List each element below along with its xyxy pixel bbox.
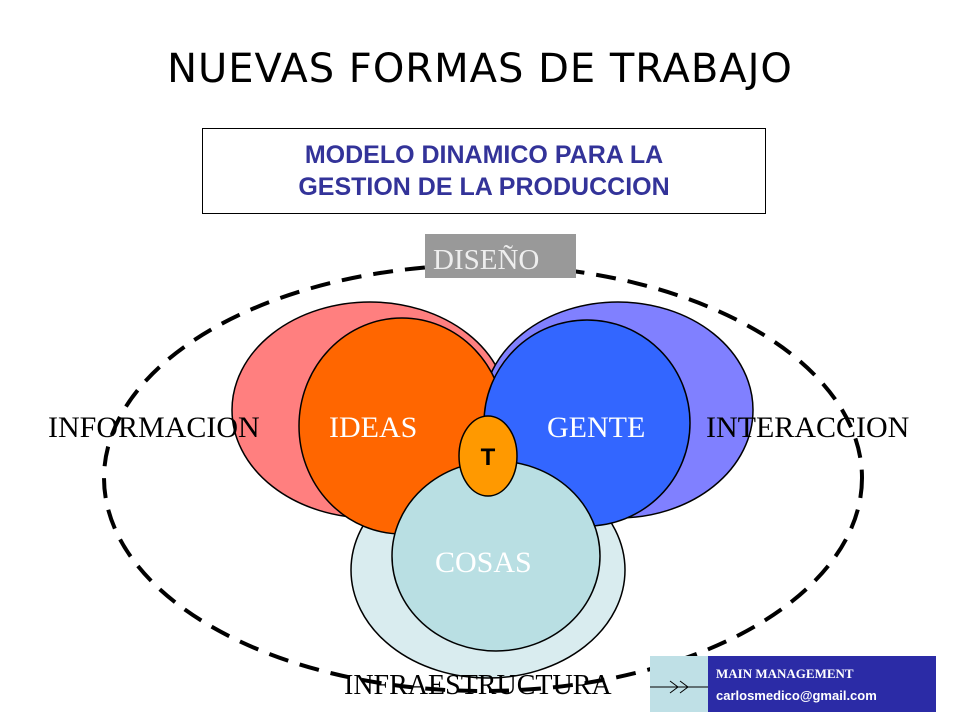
subtitle-box: MODELO DINAMICO PARA LA GESTION DE LA PR… [202, 128, 766, 214]
arrow-logo-icon [650, 680, 708, 694]
author-badge: MAIN MANAGEMENT carlosmedico@gmail.com [650, 656, 936, 712]
badge-text: MAIN MANAGEMENT carlosmedico@gmail.com [708, 656, 936, 712]
page-title: NUEVAS FORMAS DE TRABAJO [167, 46, 793, 92]
interaccion-label: INTERACCION [706, 411, 909, 444]
gente-label: GENTE [547, 411, 645, 444]
center-t-label: T [481, 444, 496, 471]
diseno-label-bg [425, 234, 576, 278]
subtitle-line-1: MODELO DINAMICO PARA LA [304, 141, 664, 169]
cosas-label: COSAS [435, 546, 532, 579]
center-t-circle [458, 415, 518, 497]
informacion-label: INFORMACION [48, 411, 260, 444]
subtitle-line-2: GESTION DE LA PRODUCCION [298, 173, 670, 201]
infraestructura-label: INFRAESTRUCTURA [344, 670, 612, 701]
badge-logo [650, 656, 708, 712]
badge-email[interactable]: carlosmedico@gmail.com [716, 687, 877, 703]
ideas-label: IDEAS [329, 411, 417, 444]
badge-title: MAIN MANAGEMENT [716, 665, 854, 681]
diseno-label: DISEÑO [433, 244, 539, 276]
